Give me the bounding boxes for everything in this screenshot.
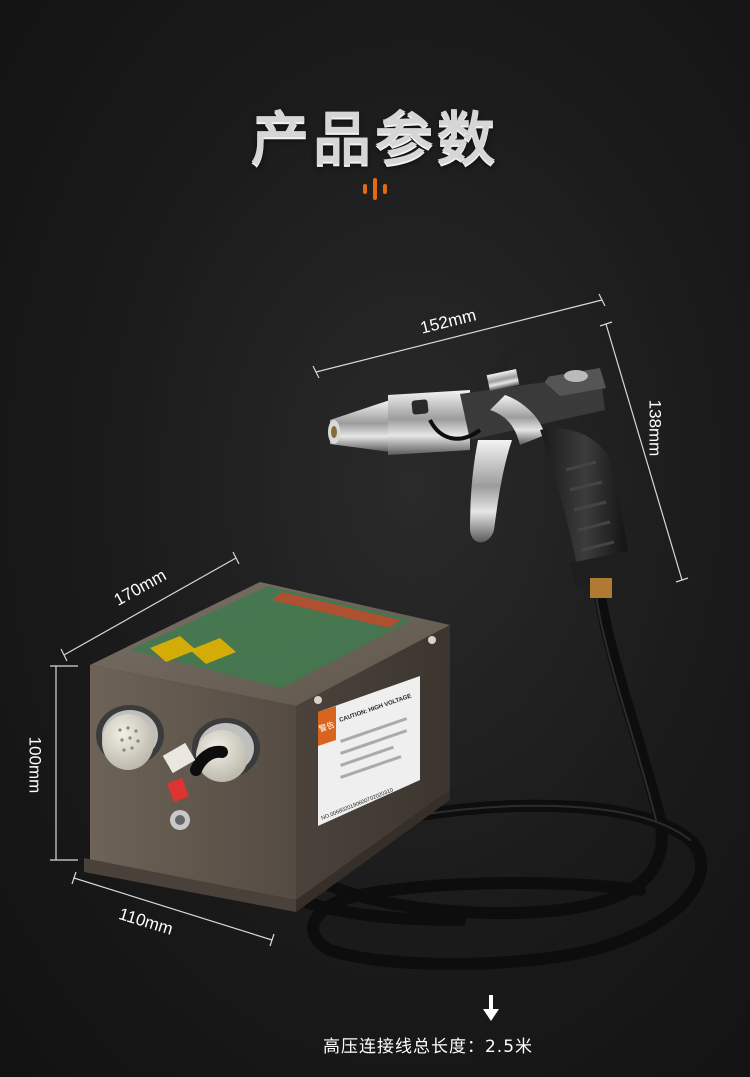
ground-terminal	[167, 777, 190, 830]
gun-handle	[540, 428, 630, 580]
dim-line-138	[605, 323, 683, 581]
connector-left	[96, 705, 164, 770]
ion-air-gun	[328, 339, 640, 598]
dim-label-gun-height: 138mm	[645, 399, 665, 457]
page-title: 产品参数	[250, 105, 499, 173]
title-accent-icon	[361, 178, 391, 200]
dimension-lines	[50, 293, 689, 947]
dim-label-box-height: 100mm	[25, 736, 45, 794]
dim-line-170	[63, 557, 237, 656]
down-arrow-icon	[483, 995, 499, 1021]
warning-label-tag: 警告	[317, 719, 335, 734]
connector-right	[162, 718, 260, 782]
gun-nozzle	[330, 400, 390, 452]
dim-line-110	[73, 877, 273, 941]
cable-length-text: 高压连接线总长度：2.5米	[322, 1037, 534, 1057]
dim-line-152	[315, 299, 603, 373]
gun-trigger	[470, 440, 512, 543]
warning-label	[318, 676, 420, 826]
